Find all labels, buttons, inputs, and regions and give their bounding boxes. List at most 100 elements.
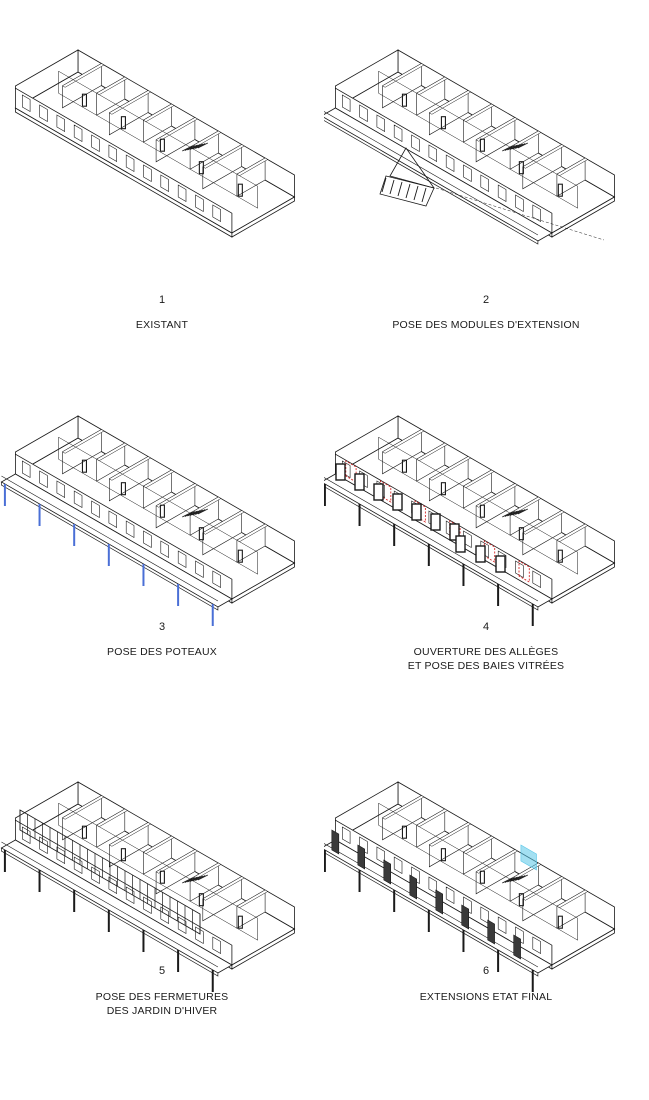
wall-top (202, 510, 245, 535)
facade-window (463, 164, 472, 183)
facade-window (480, 174, 489, 193)
step-2-panel: 2 POSE DES MODULES D'EXTENSION (324, 0, 648, 366)
railing (1, 475, 219, 602)
step-5-caption: POSE DES FERMETURES DES JARDIN D'HIVER (0, 990, 324, 1018)
allege-opening (483, 540, 496, 563)
stair-step (507, 876, 518, 883)
interior-door (440, 116, 446, 130)
wall-top (522, 510, 565, 535)
wall-top (155, 849, 199, 874)
facade-window (56, 114, 65, 133)
stair-step (515, 509, 526, 515)
facade-window (160, 174, 169, 193)
stair-step (195, 875, 206, 881)
interior-door (479, 138, 485, 152)
stair-step (187, 876, 198, 883)
step-4-caption-line-2: ET POSE DES BAIES VITRÉES (407, 660, 565, 672)
step-3-caption-line-1: POSE DES POTEAUX (107, 646, 217, 658)
facade-window (341, 94, 351, 113)
wall-top (381, 795, 425, 820)
interior-door (401, 825, 408, 839)
left-wall (14, 781, 79, 841)
facade-window (21, 460, 31, 479)
bay-window (449, 523, 460, 541)
interior-door (81, 93, 88, 107)
stair-step (507, 144, 518, 151)
stair-step (187, 510, 198, 517)
stair-step (187, 144, 198, 151)
wall-top (381, 63, 425, 88)
facade-window (143, 164, 152, 183)
facade-window (108, 510, 117, 529)
interior-door (479, 504, 485, 518)
assembly-guide (435, 187, 605, 241)
facade-window (212, 936, 221, 955)
wall-top (522, 144, 565, 169)
facade-window (212, 570, 221, 589)
railing (324, 111, 539, 236)
stair-step (189, 144, 201, 150)
interior-door (159, 870, 165, 884)
facade-window (376, 846, 386, 865)
step-4-caption: OUVERTURE DES ALLÈGES ET POSE DES BAIES … (324, 645, 648, 673)
wall-top (475, 117, 519, 142)
wall-top (475, 483, 519, 508)
stair-step (182, 145, 193, 152)
facade-window (125, 154, 135, 173)
step-4-caption-line-1: OUVERTURE DES ALLÈGES (413, 646, 559, 658)
railing (1, 841, 219, 968)
left-wall (14, 49, 79, 109)
step-6-caption: EXTENSIONS ETAT FINAL (324, 990, 648, 1004)
module-panel (405, 183, 411, 199)
extension-slab-edge (324, 849, 539, 977)
stair-step (515, 875, 526, 881)
stair-step (517, 142, 529, 149)
slab-edge-side (231, 196, 295, 238)
stair-step (509, 876, 521, 882)
facade-window (341, 826, 351, 845)
module-panel (421, 187, 427, 203)
step-1-panel: 1 EXISTANT (0, 0, 324, 366)
module-panel (397, 181, 403, 197)
corridor-wall (378, 436, 578, 575)
winter-garden-glazing (487, 919, 495, 945)
module-panel (413, 185, 419, 201)
step-5-number: 5 (158, 965, 166, 977)
wall-top (61, 429, 105, 454)
module-panel (381, 177, 387, 193)
interior-door (237, 183, 243, 197)
step-4-panel: 4 OUVERTURE DES ALLÈGES ET POSE DES BAIE… (324, 366, 648, 732)
facade-window (411, 134, 420, 153)
stair-step (517, 874, 529, 881)
stair-step (192, 509, 203, 516)
stair-step (192, 875, 203, 882)
facade-window (177, 184, 187, 203)
interior-door (557, 915, 563, 929)
bay-window (430, 513, 441, 531)
stair-step (184, 511, 196, 517)
left-wall (334, 415, 399, 475)
stair-step (195, 143, 206, 149)
bay-window (475, 545, 486, 563)
left-wall (14, 415, 79, 475)
wall-top (155, 117, 199, 142)
wall-top (61, 795, 105, 820)
stair-step (197, 874, 209, 881)
facade-window (428, 144, 437, 163)
step-6-number: 6 (482, 965, 490, 977)
step-3-number: 3 (158, 621, 166, 633)
winter-garden-glazing (383, 859, 391, 885)
facade-window (91, 500, 100, 519)
bay-window (335, 463, 346, 481)
step-1-number: 1 (158, 294, 166, 306)
interior-door (120, 482, 126, 496)
bay-window (411, 503, 422, 521)
facade-window (21, 94, 31, 113)
interior-door (198, 893, 204, 907)
facade-window (39, 470, 48, 489)
interior-door (237, 915, 243, 929)
stair-step (504, 145, 516, 151)
facade-window (108, 144, 117, 163)
facade-window (532, 204, 541, 223)
bay-window (392, 493, 403, 511)
